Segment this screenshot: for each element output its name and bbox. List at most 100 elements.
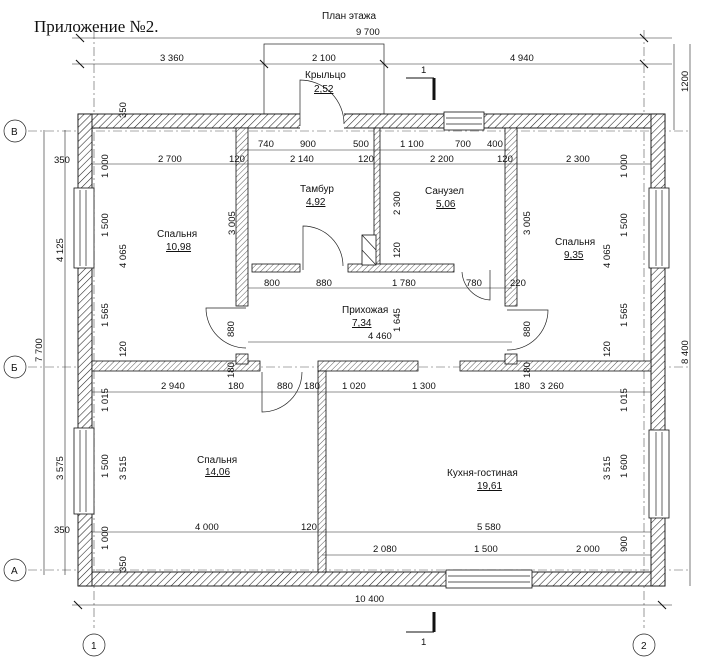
svg-text:3 515: 3 515: [118, 456, 129, 480]
svg-text:4 065: 4 065: [602, 244, 613, 268]
room-area: 19,61: [477, 481, 502, 492]
svg-text:120: 120: [118, 341, 129, 357]
svg-text:4 000: 4 000: [195, 522, 219, 533]
door-swings: [205, 225, 549, 413]
svg-text:180: 180: [228, 381, 244, 392]
svg-text:180: 180: [226, 362, 237, 378]
windows: [73, 111, 670, 589]
top-dimensions: 9 700 3 360 2 100 4 940 740 900 500 1 10…: [72, 27, 672, 556]
entry-door-swing: [299, 79, 345, 126]
svg-text:120: 120: [392, 242, 403, 258]
svg-text:1 000: 1 000: [619, 154, 630, 178]
room-area: 10,98: [166, 242, 191, 253]
svg-text:120: 120: [497, 154, 513, 165]
svg-text:1 500: 1 500: [100, 454, 111, 478]
svg-text:3 360: 3 360: [160, 53, 184, 64]
room-area: 4,92: [306, 197, 326, 208]
svg-text:180: 180: [522, 362, 533, 378]
svg-text:2 000: 2 000: [576, 544, 600, 555]
svg-text:9 700: 9 700: [356, 27, 380, 38]
svg-text:1 500: 1 500: [474, 544, 498, 555]
room-name: Крыльцо: [305, 70, 346, 81]
svg-text:4 940: 4 940: [510, 53, 534, 64]
shaft: [361, 234, 377, 266]
room-area: 7,34: [352, 318, 372, 329]
svg-text:2 140: 2 140: [290, 154, 314, 165]
room-name: Спальня: [197, 455, 237, 466]
svg-text:120: 120: [301, 522, 317, 533]
svg-text:3 515: 3 515: [602, 456, 613, 480]
room-name: Санузел: [425, 186, 464, 197]
section-label: 1: [421, 65, 426, 76]
room-area: 14,06: [205, 467, 230, 478]
section-label: 1: [421, 637, 426, 648]
svg-text:740: 740: [258, 139, 274, 150]
axis-label: А: [11, 566, 18, 577]
axis-label: Б: [11, 363, 18, 374]
svg-text:900: 900: [300, 139, 316, 150]
inner-vertical-dimensions: 3 005 3 005 2 300 120 1 645 880 880 180 …: [226, 191, 533, 378]
svg-text:1 780: 1 780: [392, 278, 416, 289]
room-name: Спальня: [157, 229, 197, 240]
svg-text:1 500: 1 500: [619, 213, 630, 237]
svg-text:800: 800: [264, 278, 280, 289]
svg-text:1 500: 1 500: [100, 213, 111, 237]
svg-text:880: 880: [316, 278, 332, 289]
svg-text:1 020: 1 020: [342, 381, 366, 392]
appendix-title: Приложение №2.: [34, 17, 158, 36]
svg-text:1 100: 1 100: [400, 139, 424, 150]
axis-label: 2: [641, 641, 647, 652]
axis-label: 1: [91, 641, 97, 652]
room-name: Тамбур: [300, 183, 334, 195]
left-dimensions: 7 700 4 125 3 575 350 350 350 350 1 000 …: [34, 102, 129, 575]
svg-text:2 700: 2 700: [158, 154, 182, 165]
room-area: 5,06: [436, 199, 456, 210]
svg-text:7 700: 7 700: [34, 338, 45, 362]
svg-text:4 125: 4 125: [55, 238, 66, 262]
svg-text:180: 180: [304, 381, 320, 392]
svg-text:1 600: 1 600: [619, 454, 630, 478]
section-marks: 1 1: [406, 65, 436, 648]
svg-text:2 100: 2 100: [312, 53, 336, 64]
svg-text:3 005: 3 005: [522, 211, 533, 235]
svg-text:900: 900: [619, 536, 630, 552]
svg-text:3 260: 3 260: [540, 381, 564, 392]
room-name: Прихожая: [342, 305, 388, 316]
svg-text:350: 350: [118, 102, 129, 118]
exterior-walls: [77, 113, 666, 587]
svg-text:350: 350: [54, 525, 70, 536]
bottom-dimension: 10 400: [72, 594, 672, 610]
svg-text:880: 880: [226, 321, 237, 337]
entry-door-opening: [300, 112, 344, 130]
svg-text:1 565: 1 565: [619, 303, 630, 327]
axis-bubbles: 1 2 В Б А: [3, 119, 656, 657]
svg-text:8 400: 8 400: [680, 340, 691, 364]
svg-text:350: 350: [118, 556, 129, 572]
axis-label: В: [11, 127, 18, 138]
room-labels: Крыльцо 2,52 Тамбур 4,92 Санузел 5,06 Сп…: [157, 70, 595, 492]
svg-text:1200: 1200: [680, 71, 691, 92]
svg-text:220: 220: [510, 278, 526, 289]
svg-text:2 300: 2 300: [566, 154, 590, 165]
svg-text:700: 700: [455, 139, 471, 150]
svg-text:400: 400: [487, 139, 503, 150]
svg-text:1 565: 1 565: [100, 303, 111, 327]
svg-text:3 575: 3 575: [55, 456, 66, 480]
svg-text:120: 120: [229, 154, 245, 165]
svg-text:1 015: 1 015: [100, 388, 111, 412]
svg-text:350: 350: [54, 155, 70, 166]
svg-text:1 000: 1 000: [100, 154, 111, 178]
svg-text:1 015: 1 015: [619, 388, 630, 412]
plan-title: План этажа: [322, 11, 376, 22]
svg-text:3 005: 3 005: [227, 211, 238, 235]
svg-text:1 000: 1 000: [100, 526, 111, 550]
svg-text:880: 880: [522, 321, 533, 337]
svg-text:2 200: 2 200: [430, 154, 454, 165]
svg-text:120: 120: [602, 341, 613, 357]
svg-text:120: 120: [358, 154, 374, 165]
svg-text:2 300: 2 300: [392, 191, 403, 215]
svg-text:4 065: 4 065: [118, 244, 129, 268]
svg-text:2 940: 2 940: [161, 381, 185, 392]
svg-text:780: 780: [466, 278, 482, 289]
